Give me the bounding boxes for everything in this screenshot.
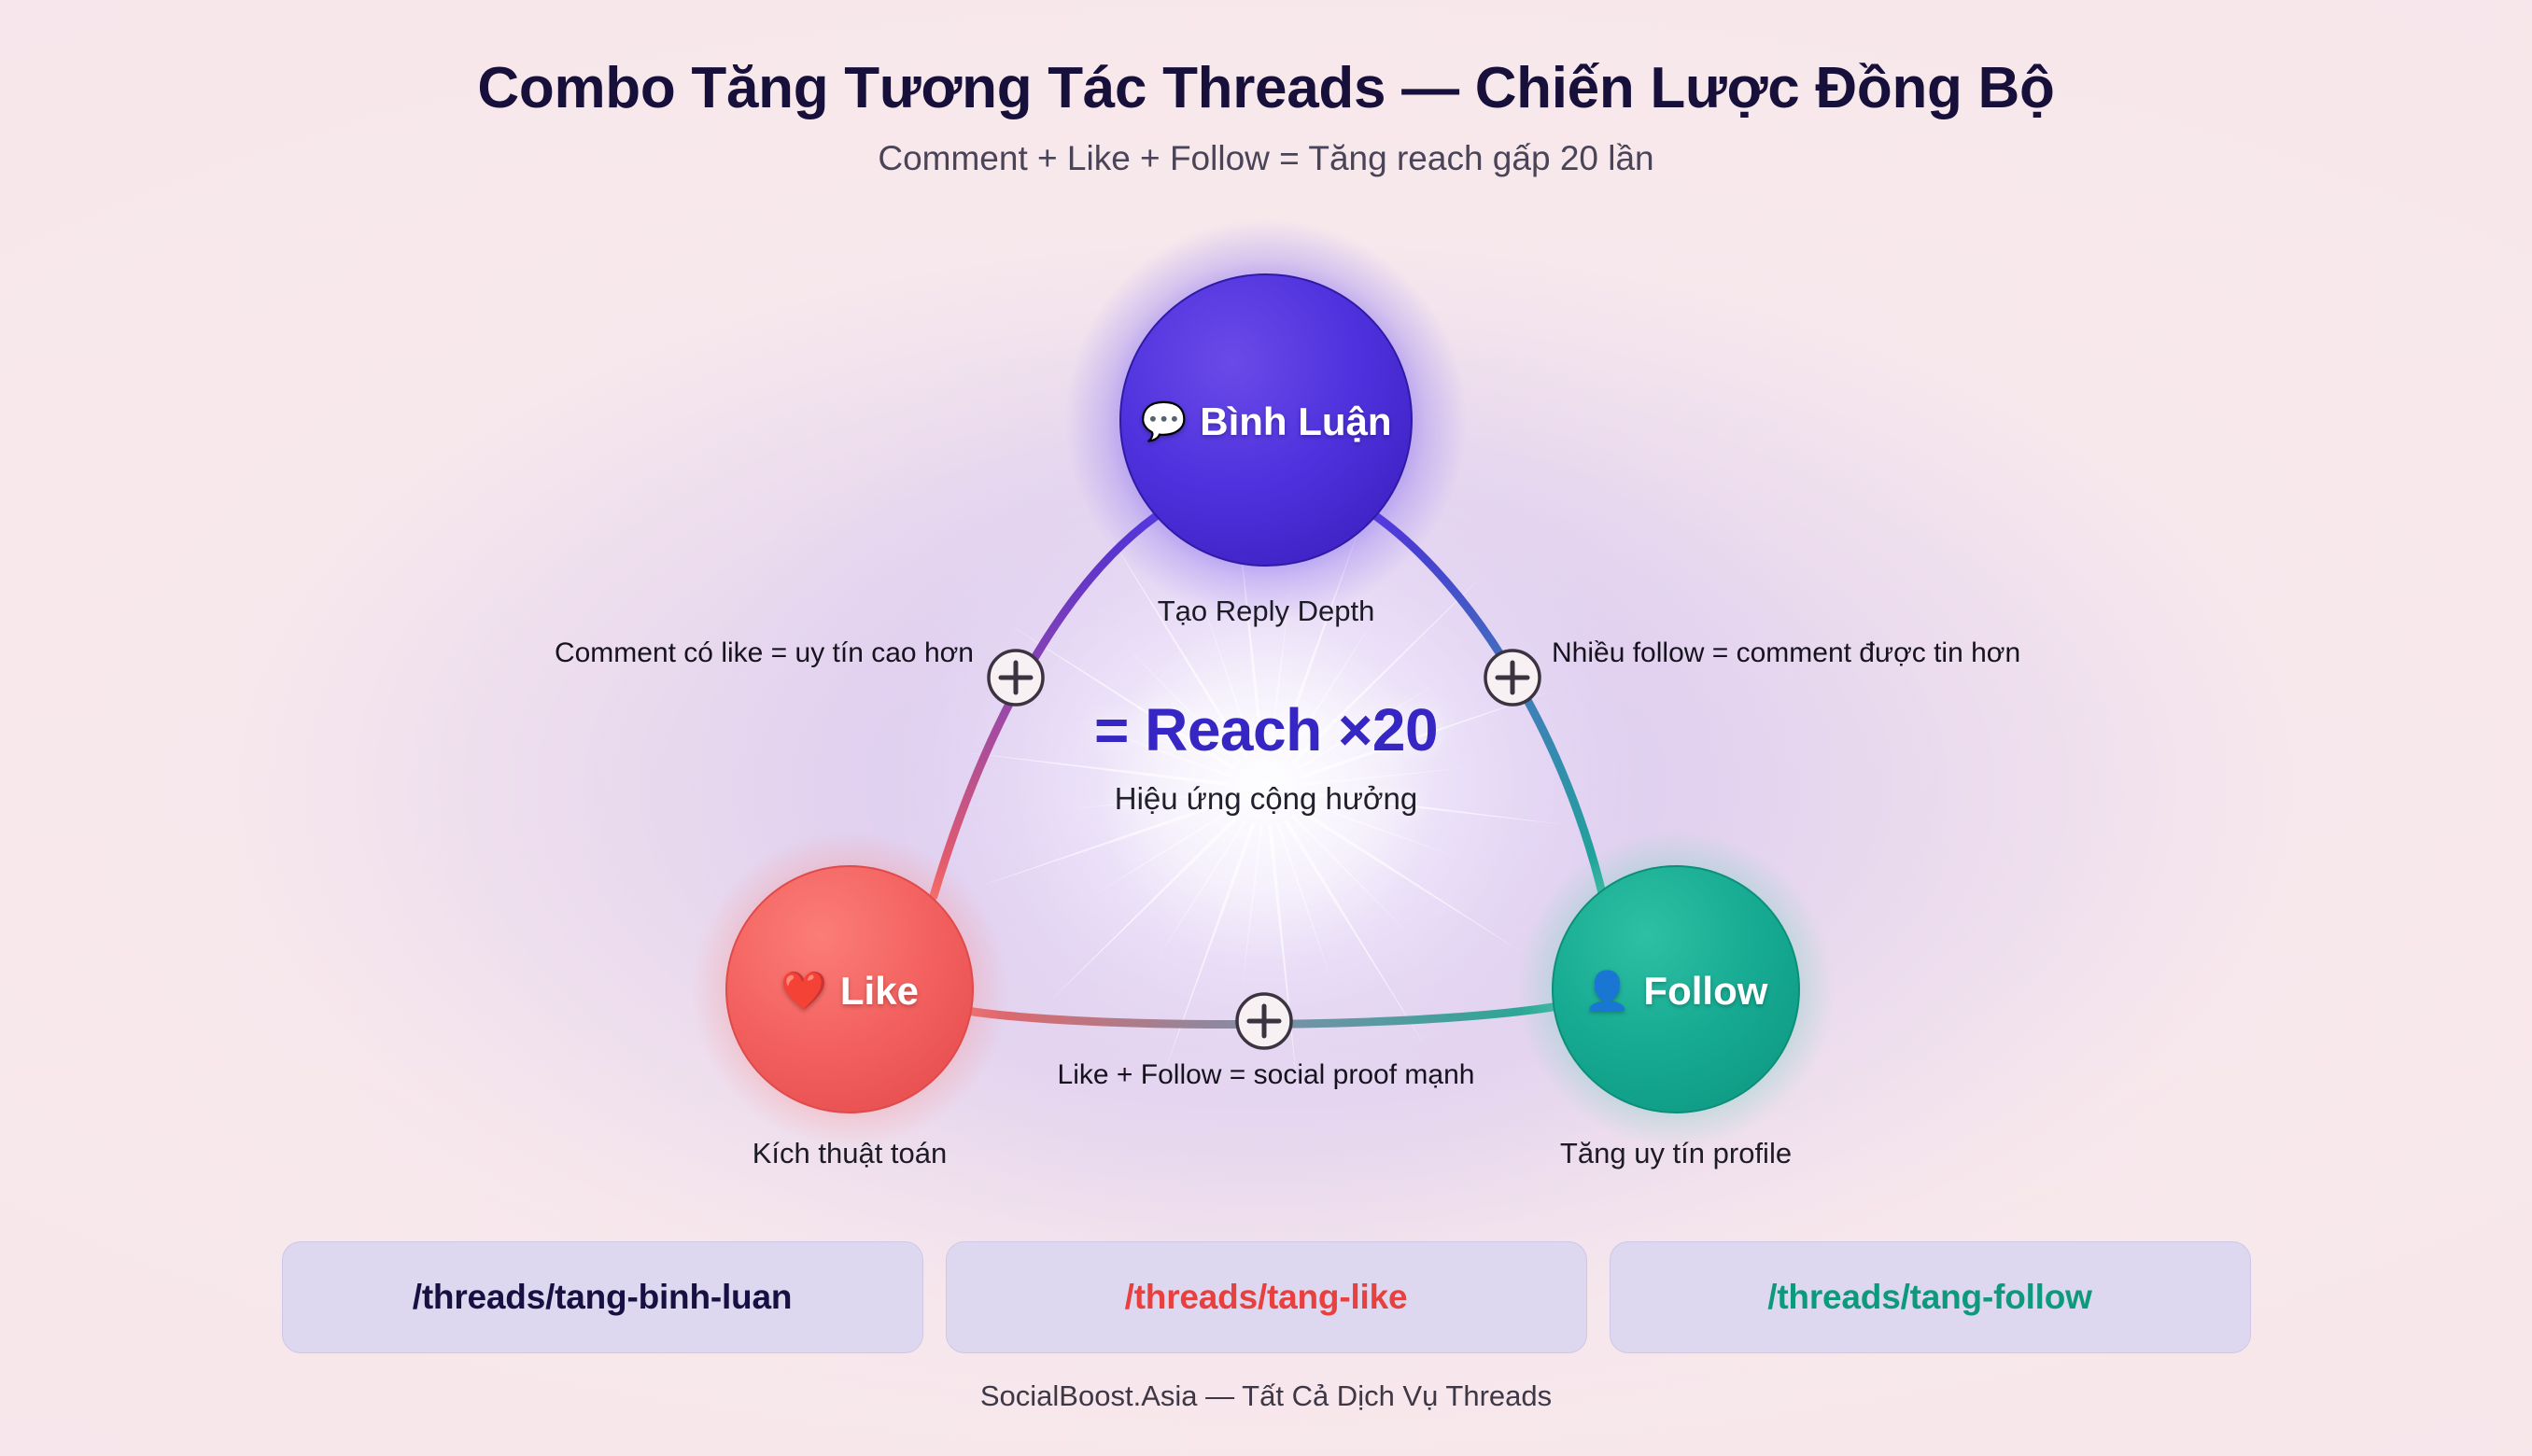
edge-label-like-follow: Like + Follow = social proof mạnh (1057, 1059, 1475, 1090)
chip-label: /threads/tang-binh-luan (412, 1278, 793, 1316)
service-links: /threads/tang-binh-luan /threads/tang-li… (0, 1241, 2532, 1353)
plus-badge-like-follow (1235, 992, 1293, 1050)
like-node-caption: Kích thuật toán (752, 1137, 948, 1169)
page-subtitle: Comment + Like + Follow = Tăng reach gấp… (878, 139, 1654, 178)
like-node-circle (725, 865, 974, 1113)
chip-tang-binh-luan[interactable]: /threads/tang-binh-luan (281, 1241, 923, 1353)
chip-label: /threads/tang-like (1124, 1278, 1408, 1316)
edge-label-comment-follow: Nhiều follow = comment được tin hơn (1552, 637, 2021, 668)
follow-node-caption: Tăng uy tín profile (1559, 1137, 1793, 1169)
page-title: Combo Tăng Tương Tác Threads — Chiến Lượ… (477, 56, 2055, 120)
comment-node-caption: Tạo Reply Depth (1157, 595, 1375, 627)
header: Combo Tăng Tương Tác Threads — Chiến Lượ… (0, 0, 2532, 178)
chip-tang-follow[interactable]: /threads/tang-follow (1609, 1241, 2251, 1353)
follow-node-circle (1552, 865, 1800, 1113)
footer-text: SocialBoost.Asia — Tất Cả Dịch Vụ Thread… (979, 1379, 1553, 1412)
plus-badge-comment-follow (1484, 649, 1541, 707)
plus-badge-comment-like (987, 649, 1045, 707)
edge-label-comment-like: Comment có like = uy tín cao hơn (554, 637, 974, 668)
starburst-core (1093, 616, 1439, 961)
chip-label: /threads/tang-follow (1767, 1278, 2092, 1316)
chip-tang-like[interactable]: /threads/tang-like (945, 1241, 1587, 1353)
comment-node-circle (1119, 273, 1413, 567)
